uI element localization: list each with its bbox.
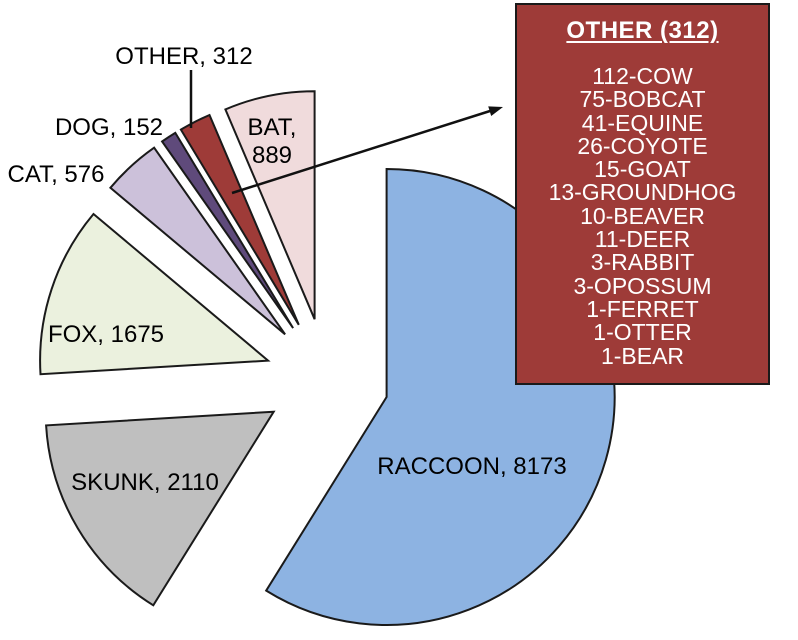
callout-item: 3-OPOSSUM (573, 272, 712, 299)
pie-slice-fox (39, 212, 271, 376)
slice-label-fox: FOX, 1675 (48, 321, 164, 348)
callout-item: 26-COYOTE (577, 132, 708, 159)
pie-slice-skunk (45, 410, 276, 607)
callout-item: 1-OTTER (593, 319, 692, 346)
slice-label-other: OTHER, 312 (115, 43, 252, 70)
callout-item: 75-BOBCAT (579, 86, 706, 113)
slice-label-skunk: SKUNK, 2110 (71, 469, 219, 496)
callout-item: 112-COW (592, 63, 693, 89)
slice-label-bat: BAT,889 (248, 114, 297, 169)
slice-label-raccoon: RACCOON, 8173 (377, 453, 566, 480)
callout-item: 1-BEAR (600, 342, 685, 369)
callout-item: 10-BEAVER (580, 202, 705, 229)
callout-item: 11-DEER (594, 226, 691, 253)
pie-slice-cat (108, 146, 286, 336)
callout-item: 41-EQUINE (581, 109, 704, 136)
callout-item: 3-RABBIT (590, 249, 695, 276)
callout-item: 1-FERRET (586, 295, 699, 322)
callout-arrow-line (231, 109, 491, 195)
pie-slice-bat (224, 90, 316, 320)
pie-slice-other (179, 113, 300, 326)
callout-item: 13-GROUNDHOG (548, 179, 737, 206)
callout-arrow-head-icon (488, 106, 503, 116)
callout-title: OTHER (312) (566, 17, 719, 44)
pie-slice-dog (160, 131, 294, 329)
slice-label-dog: DOG, 152 (55, 114, 163, 141)
callout-item: 15-GOAT (594, 156, 691, 183)
slice-label-cat: CAT, 576 (8, 161, 105, 188)
pie-annotations (189, 70, 503, 195)
